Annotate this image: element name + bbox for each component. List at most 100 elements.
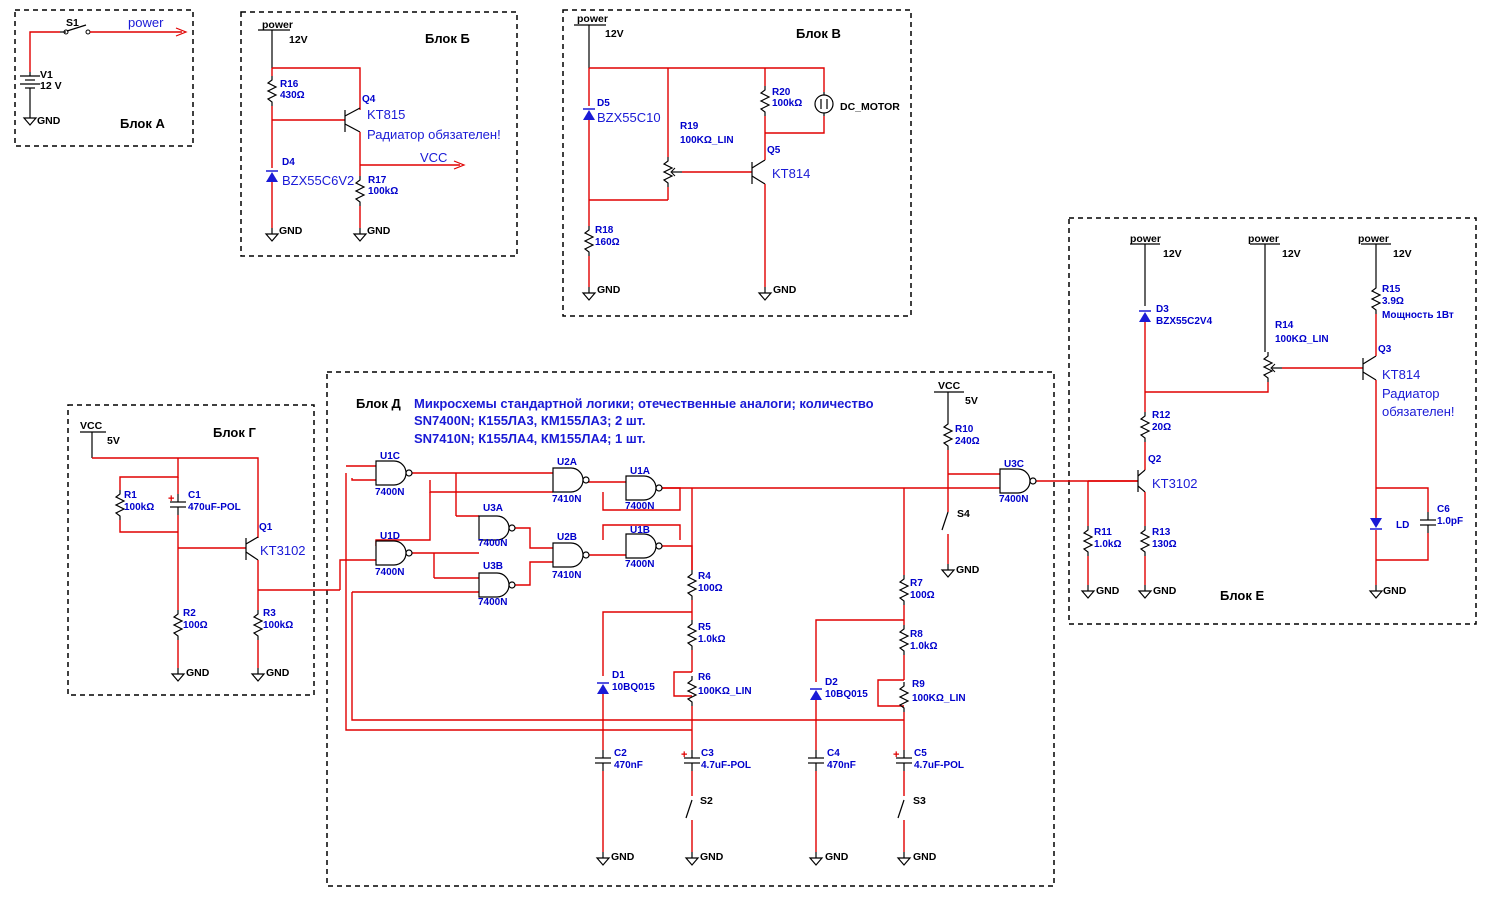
r12-label: R12 — [1152, 410, 1171, 421]
d2-value: 10BQ015 — [825, 689, 868, 700]
u3c-part: 7400N — [999, 494, 1028, 505]
block-d-frame — [326, 371, 1055, 887]
r20-value: 100kΩ — [772, 98, 802, 109]
q5-label: Q5 — [767, 145, 781, 156]
gnd-e2: GND — [1153, 585, 1177, 597]
r3-label: R3 — [263, 608, 276, 619]
vcc-d: VCC — [938, 380, 961, 392]
block-v-title: Блок В — [796, 26, 841, 41]
r7-label: R7 — [910, 578, 923, 589]
block-g-title: Блок Г — [213, 425, 256, 440]
r2-label: R2 — [183, 608, 196, 619]
c3-label: C3 — [701, 748, 714, 759]
r12-value: 20Ω — [1152, 422, 1171, 433]
d4-label: D4 — [282, 157, 295, 168]
q2-value: KT3102 — [1152, 476, 1198, 491]
gnd-e1: GND — [1096, 585, 1120, 597]
r15-note: Мощность 1Вт — [1382, 310, 1454, 321]
block-d-title: Блок Д — [356, 396, 401, 411]
u1c-label: U1C — [380, 451, 400, 462]
power-net-label: power — [128, 15, 164, 30]
u1a-part: 7400N — [625, 501, 654, 512]
c5-value: 4.7uF-POL — [914, 760, 964, 771]
power-e3: power — [1358, 233, 1389, 245]
r16-label: R16 — [280, 79, 299, 90]
u1c-part: 7400N — [375, 487, 404, 498]
v12-b: 12V — [289, 34, 308, 46]
u1b-label: U1B — [630, 525, 650, 536]
c4-label: C4 — [827, 748, 840, 759]
c1-label: C1 — [188, 490, 201, 501]
u1d-label: U1D — [380, 531, 400, 542]
d5-value: BZX55C10 — [597, 110, 661, 125]
r18-value: 160Ω — [595, 237, 620, 248]
gnd-g2: GND — [266, 667, 290, 679]
d5-label: D5 — [597, 98, 610, 109]
block-v: power 12V D5 BZX55C10 R19 100KΩ_LIN R20 — [574, 13, 900, 301]
gnd-g1: GND — [186, 667, 210, 679]
q4-label: Q4 — [362, 94, 376, 105]
svg-text:+: + — [168, 493, 174, 505]
u3a-part: 7400N — [478, 538, 507, 549]
r20-label: R20 — [772, 87, 791, 98]
logic-note-1: Микросхемы стандартной логики; отечестве… — [414, 396, 874, 411]
power-b: power — [262, 19, 293, 31]
logic-note-3: SN7410N; К155ЛА4, КМ155ЛА4; 1 шт. — [414, 431, 646, 446]
block-d: Микросхемы стандартной логики; отечестве… — [339, 380, 1138, 866]
c5-label: C5 — [914, 748, 927, 759]
r9-value: 100KΩ_LIN — [912, 693, 966, 704]
q1-value: KT3102 — [260, 543, 306, 558]
r1-value: 100kΩ — [124, 502, 154, 513]
q3-note-1: Радиатор — [1382, 386, 1440, 401]
u3a-label: U3A — [483, 503, 503, 514]
v1-label: V1 — [40, 69, 53, 81]
r16-value: 430Ω — [280, 90, 305, 101]
gnd-b2: GND — [367, 225, 391, 237]
r9-label: R9 — [912, 679, 925, 690]
v12-e2: 12V — [1282, 248, 1301, 260]
c6-value: 1.0pF — [1437, 516, 1463, 527]
s2-label: S2 — [700, 795, 713, 807]
r6-value: 100KΩ_LIN — [698, 686, 752, 697]
d1-value: 10BQ015 — [612, 682, 655, 693]
q1-label: Q1 — [259, 522, 273, 533]
r5-value: 1.0kΩ — [698, 634, 725, 645]
r8-value: 1.0kΩ — [910, 641, 937, 652]
r14-value: 100KΩ_LIN — [1275, 334, 1329, 345]
c1-value: 470uF-POL — [188, 502, 241, 513]
q4-note: Радиатор обязателен! — [367, 127, 501, 142]
q3-label: Q3 — [1378, 344, 1392, 355]
r18-label: R18 — [595, 225, 614, 236]
r13-label: R13 — [1152, 527, 1171, 538]
u2b-label: U2B — [557, 532, 577, 543]
c4-value: 470nF — [827, 760, 856, 771]
block-b-title: Блок Б — [425, 31, 470, 46]
gnd-b1: GND — [279, 225, 303, 237]
gnd-d3: GND — [825, 851, 849, 863]
u3c-label: U3C — [1004, 459, 1024, 470]
d3-value: BZX55C2V4 — [1156, 316, 1213, 327]
r3-value: 100kΩ — [263, 620, 293, 631]
gnd-d5: GND — [956, 564, 980, 576]
d4-value: BZX55C6V2 — [282, 173, 354, 188]
u2a-part: 7410N — [552, 494, 581, 505]
v5-g: 5V — [107, 435, 120, 447]
v12-v: 12V — [605, 28, 624, 40]
block-b-frame — [240, 11, 518, 257]
block-e-title: Блок Е — [1220, 588, 1264, 603]
r15-value: 3.9Ω — [1382, 296, 1404, 307]
u2a-label: U2A — [557, 457, 577, 468]
r10-value: 240Ω — [955, 436, 980, 447]
vcc-out-label: VCC — [420, 150, 447, 165]
q4-value: KT815 — [367, 107, 405, 122]
s1-label: S1 — [66, 17, 79, 29]
d1-label: D1 — [612, 670, 625, 681]
u3b-label: U3B — [483, 561, 503, 572]
r10-label: R10 — [955, 424, 974, 435]
vcc-g: VCC — [80, 420, 103, 432]
c3-value: 4.7uF-POL — [701, 760, 751, 771]
r11-label: R11 — [1094, 527, 1112, 538]
r17-label: R17 — [368, 175, 387, 186]
q3-value: KT814 — [1382, 367, 1420, 382]
gnd-d2: GND — [700, 851, 724, 863]
